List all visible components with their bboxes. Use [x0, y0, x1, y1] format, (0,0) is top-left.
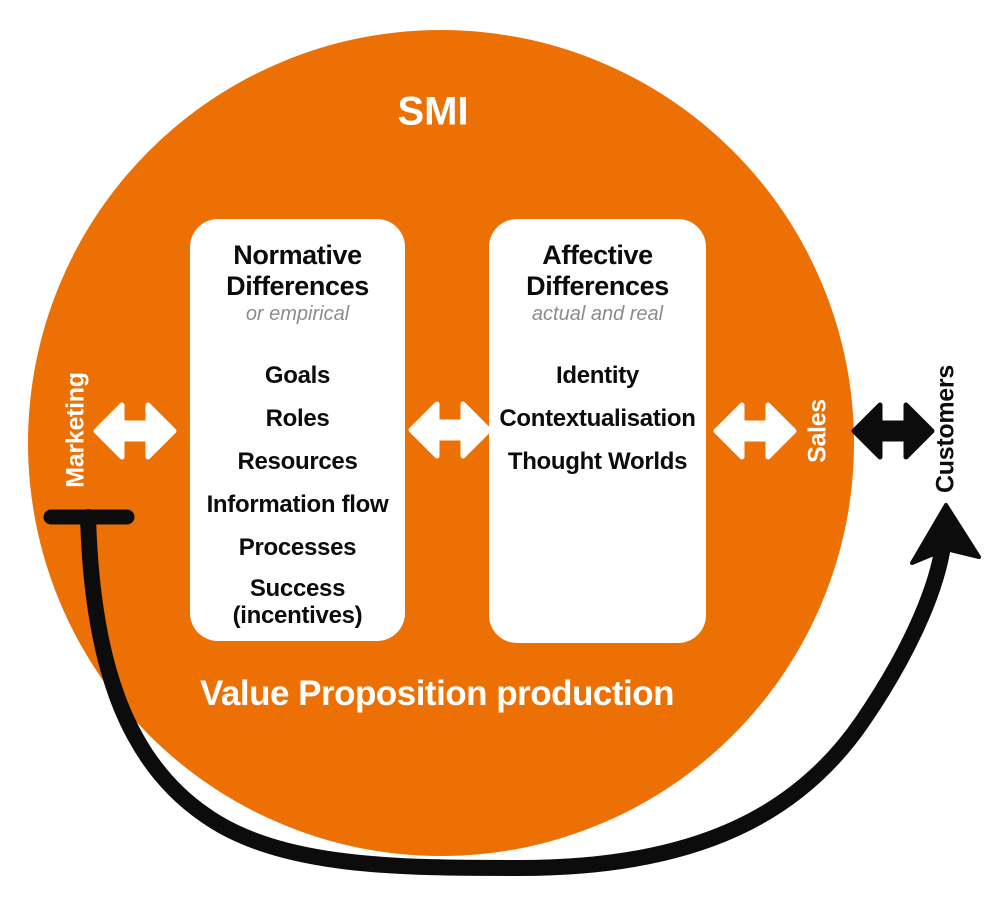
left-box-heading: Normative Differences: [226, 240, 369, 301]
list-item: Processes: [238, 533, 357, 561]
feedback-arrowhead-icon: [910, 503, 981, 565]
right-box-items: Identity Contextualisation Thought World…: [499, 354, 696, 483]
marketing-label: Marketing: [61, 372, 90, 488]
list-item: Resources: [237, 447, 358, 475]
list-item: Goals: [264, 361, 331, 389]
list-item: Roles: [265, 404, 330, 432]
box-sales-double-arrow-icon: [713, 402, 797, 460]
list-item: Contextualisation: [499, 404, 696, 432]
left-box-items: Goals Roles Resources Information flow P…: [206, 354, 389, 630]
affective-differences-box: Affective Differences actual and real Id…: [489, 219, 706, 643]
value-proposition-label: Value Proposition production: [199, 674, 675, 713]
left-box-subtitle: or empirical: [245, 303, 350, 325]
curved-feedback-arrow-icon: [80, 509, 950, 877]
normative-differences-box: Normative Differences or empirical Goals…: [190, 219, 405, 641]
right-box-subtitle: actual and real: [531, 303, 664, 325]
list-item: Thought Worlds: [507, 447, 688, 475]
marketing-box-double-arrow-icon: [93, 402, 177, 460]
list-item: Identity: [556, 361, 639, 389]
right-box-heading: Affective Differences: [526, 240, 669, 301]
circle-title: SMI: [397, 89, 469, 134]
sales-label: Sales: [803, 399, 832, 463]
customers-label: Customers: [931, 365, 960, 493]
list-item: Information flow: [206, 490, 389, 518]
list-item: Success (incentives): [232, 575, 363, 629]
sales-customers-double-arrow-icon: [851, 402, 935, 460]
